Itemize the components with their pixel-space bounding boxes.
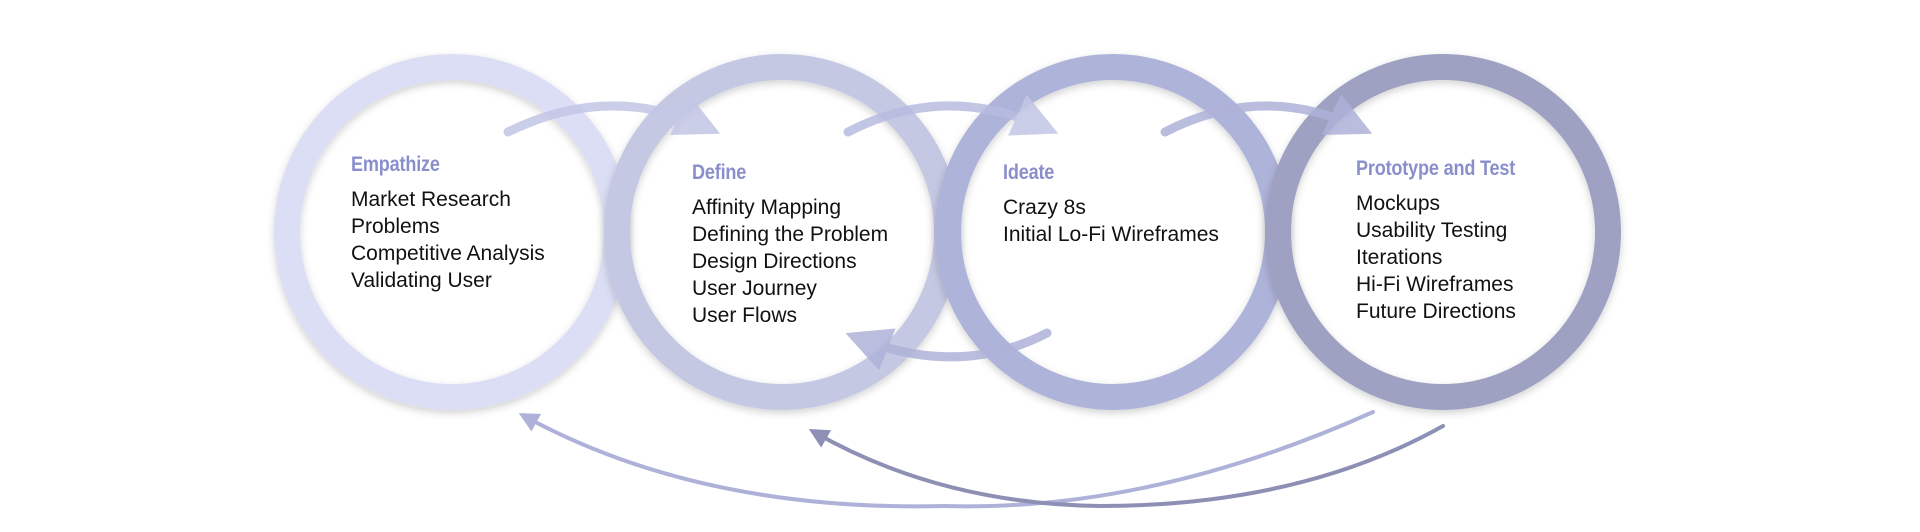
stage-item-list: Mockups Usability Testing Iterations Hi-… — [1356, 190, 1541, 325]
arrow-ideate-to-prototype — [1160, 94, 1373, 137]
arrow-prototype-to-define — [808, 424, 1445, 509]
stage-item: Future Directions — [1356, 300, 1516, 323]
stage-item: Mockups — [1356, 192, 1441, 215]
stage-item-list: Market Research Problems Competitive Ana… — [351, 186, 545, 294]
stage-title: Empathize — [351, 153, 440, 176]
stage-item: Usability Testing — [1356, 219, 1508, 242]
ring-prototype-test — [1265, 54, 1621, 410]
stage-item-list: Affinity Mapping Defining the Problem De… — [692, 194, 888, 329]
stage-item: Iterations — [1356, 246, 1443, 269]
stage-item: Crazy 8s — [1003, 196, 1086, 219]
stage-empathize: Empathize Market Research Problems Compe… — [351, 153, 545, 294]
stage-prototype-test: Prototype and Test Mockups Usability Tes… — [1356, 157, 1541, 325]
stage-item: Defining the Problem — [692, 223, 889, 246]
stage-item: Competitive Analysis — [351, 242, 545, 265]
stage-item: Market Research — [351, 188, 511, 211]
arrow-define-to-ideate — [843, 94, 1059, 137]
stage-item: Problems — [351, 215, 440, 238]
stage-item: Design Directions — [692, 250, 857, 273]
stage-define: Define Affinity Mapping Defining the Pro… — [692, 161, 888, 329]
stage-item: Initial Lo-Fi Wireframes — [1003, 223, 1219, 246]
stage-ideate: Ideate Crazy 8s Initial Lo-Fi Wireframes — [1003, 161, 1219, 248]
stage-item: Affinity Mapping — [692, 196, 842, 219]
stage-title: Ideate — [1003, 161, 1055, 184]
arrow-prototype-to-empathize — [518, 410, 1375, 509]
stage-item: Validating User — [351, 269, 492, 292]
stage-item-list: Crazy 8s Initial Lo-Fi Wireframes — [1003, 194, 1219, 248]
stage-title: Prototype and Test — [1356, 157, 1516, 180]
stage-title: Define — [692, 161, 747, 184]
stage-item: Hi-Fi Wireframes — [1356, 273, 1514, 296]
arrow-empathize-to-define — [503, 94, 721, 137]
arrow-ideate-to-define — [845, 328, 1052, 371]
stage-item: User Flows — [692, 304, 798, 327]
stage-item: User Journey — [692, 277, 817, 300]
